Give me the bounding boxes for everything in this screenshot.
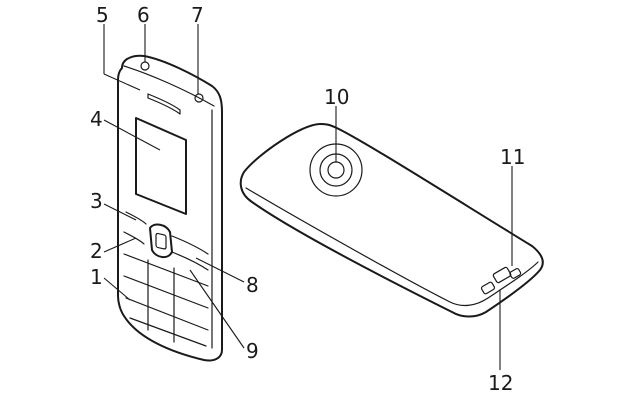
callout-7: 7 [191, 3, 204, 27]
charger-connector [194, 93, 204, 103]
callout-9: 9 [246, 339, 259, 363]
phone-back-body [239, 123, 544, 318]
leader-lines [103, 24, 513, 370]
phone-back-side-bevel [245, 187, 539, 307]
navi-key [149, 223, 173, 258]
right-soft-key [171, 235, 209, 255]
callout-2: 2 [90, 239, 103, 263]
callout-10: 10 [324, 85, 349, 109]
keypad [123, 253, 209, 347]
leader-5b [103, 73, 141, 91]
leader-3 [103, 203, 137, 221]
callout-1: 1 [90, 265, 103, 289]
micro-usb-connector [492, 266, 512, 284]
callout-12: 12 [488, 371, 513, 395]
phone-front-top-bevel [123, 65, 215, 107]
callout-11: 11 [500, 145, 525, 169]
earpiece-slot [147, 93, 181, 115]
headset-connector [140, 61, 150, 71]
left-soft-key [125, 211, 147, 225]
callout-labels: 1 2 3 4 5 6 7 8 9 10 11 12 [90, 3, 525, 395]
display-screen [135, 117, 187, 215]
leader-2 [103, 237, 137, 253]
leader-9 [189, 269, 245, 349]
phone-front-body [117, 54, 223, 362]
phone-back-view [239, 123, 544, 318]
callout-3: 3 [90, 189, 103, 213]
leader-4 [103, 119, 161, 151]
callout-8: 8 [246, 273, 259, 297]
leader-1 [103, 277, 131, 301]
end-key [171, 251, 209, 271]
bottom-connectors [480, 268, 522, 295]
phone-front-view [117, 54, 223, 362]
callout-6: 6 [137, 3, 150, 27]
callout-4: 4 [90, 107, 103, 131]
leader-8 [195, 257, 245, 283]
callout-5: 5 [96, 3, 109, 27]
